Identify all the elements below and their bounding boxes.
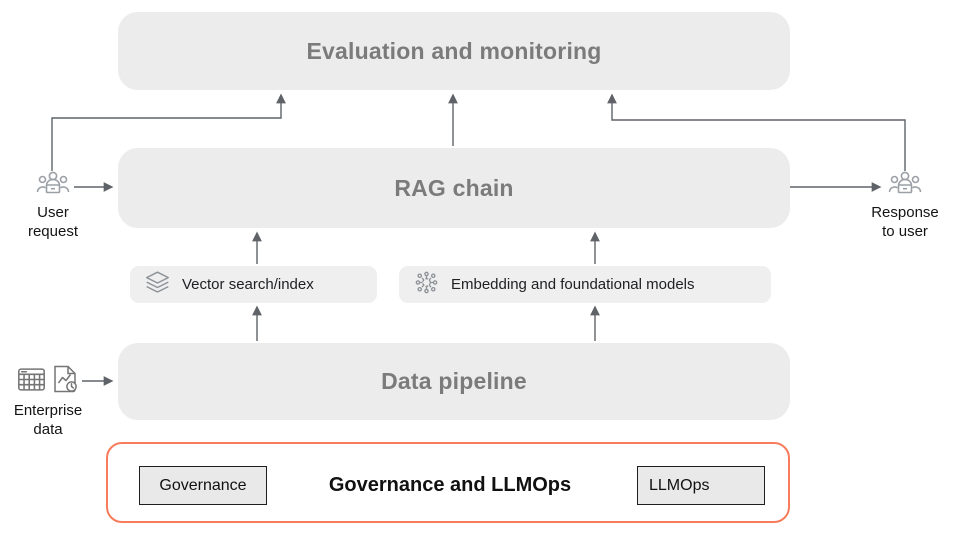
enterprise-data-label: Enterprise data — [13, 402, 83, 438]
enterprise-data-actor: Enterprise data — [3, 364, 93, 439]
embedding-models-label: Embedding and foundational models — [451, 276, 695, 293]
response-to-user-label: Response to user — [871, 204, 939, 240]
response-to-user-actor: Response to user — [861, 170, 949, 241]
evaluation-monitoring-box: Evaluation and monitoring — [118, 12, 790, 90]
user-request-actor: User request — [9, 170, 97, 241]
governance-outline — [106, 442, 790, 523]
llmops-box-label: LLMOps — [649, 476, 710, 494]
people-group-icon — [888, 170, 922, 201]
user-request-label: User request — [27, 204, 79, 240]
data-pipeline-box: Data pipeline — [118, 343, 790, 420]
llmops-box: LLMOps — [637, 466, 765, 505]
governance-box: Governance — [139, 466, 267, 505]
arrow-user-to-evaluation — [51, 93, 286, 171]
people-group-icon — [36, 170, 70, 201]
governance-llmops-title-text: Governance and LLMOps — [328, 474, 572, 496]
rag-chain-box: RAG chain — [118, 148, 790, 228]
vector-search-label: Vector search/index — [182, 276, 314, 293]
vector-search-box: Vector search/index — [130, 266, 377, 303]
neural-chip-icon — [413, 269, 440, 300]
layers-icon — [144, 270, 171, 300]
table-icon — [17, 365, 46, 399]
evaluation-monitoring-label: Evaluation and monitoring — [306, 37, 602, 64]
arrow-response-to-evaluation — [607, 93, 906, 171]
embedding-models-box: Embedding and foundational models — [399, 266, 771, 303]
governance-llmops-title: Governance and LLMOps — [300, 466, 600, 505]
report-doc-icon — [52, 364, 79, 399]
rag-chain-label: RAG chain — [394, 174, 514, 201]
governance-box-label: Governance — [159, 476, 247, 494]
data-pipeline-label: Data pipeline — [381, 368, 527, 394]
enterprise-data-icons — [17, 364, 79, 399]
